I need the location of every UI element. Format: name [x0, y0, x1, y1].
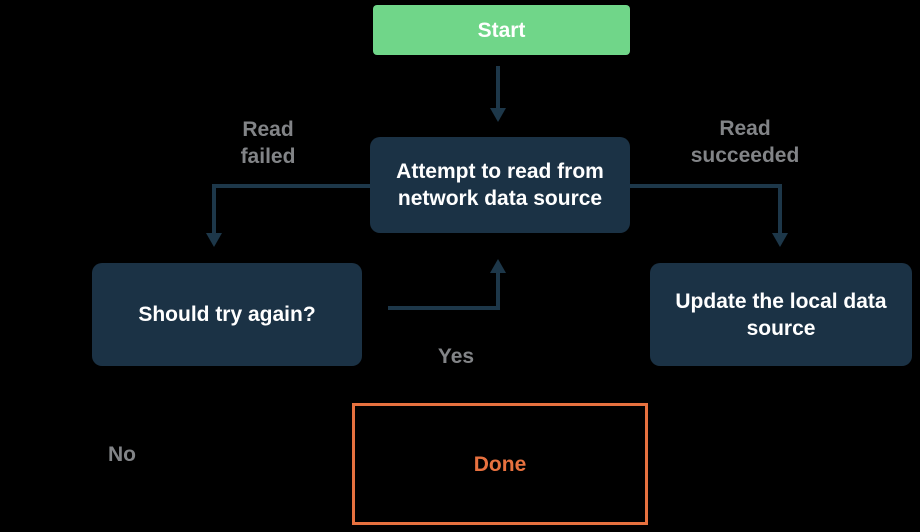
done-node: Done	[352, 403, 648, 525]
attempt-read-node: Attempt to read from network data source	[370, 137, 630, 233]
read-failed-label-line1: Read	[242, 118, 294, 141]
update-local-data-node-line1: Update the local data	[675, 289, 887, 313]
arrow-attempt-to-retry-horizontal	[214, 184, 370, 188]
update-local-data-node: Update the local data source	[650, 263, 912, 366]
arrow-retry-to-attempt-stem	[496, 272, 500, 310]
read-succeeded-label: Read succeeded	[665, 115, 825, 169]
attempt-read-node-line1: Attempt to read from	[396, 160, 604, 183]
read-failed-label: Read failed	[188, 116, 348, 170]
arrow-attempt-to-update-stem	[778, 184, 782, 233]
arrow-attempt-to-retry-head	[206, 233, 222, 247]
should-try-again-node-label: Should try again?	[138, 303, 316, 326]
start-node-label: Start	[477, 18, 526, 42]
arrow-start-to-attempt-head	[490, 108, 506, 122]
arrow-retry-to-attempt-head	[490, 259, 506, 273]
read-succeeded-label-line1: Read	[719, 117, 771, 140]
arrow-attempt-to-update-horizontal	[630, 184, 780, 188]
read-failed-label-line2: failed	[240, 145, 296, 168]
attempt-read-node-line2: network data source	[397, 187, 603, 210]
arrow-attempt-to-update-head	[772, 233, 788, 247]
start-node: Start	[373, 5, 630, 55]
arrow-start-to-attempt-stem	[496, 66, 500, 110]
update-local-data-node-line2: source	[746, 316, 816, 340]
arrow-retry-to-attempt-horizontal	[388, 306, 500, 310]
arrow-attempt-to-retry-stem	[212, 184, 216, 233]
read-succeeded-label-line2: succeeded	[690, 144, 800, 167]
no-label: No	[108, 443, 136, 466]
yes-label: Yes	[437, 345, 475, 368]
should-try-again-node: Should try again?	[92, 263, 362, 366]
done-node-label: Done	[473, 452, 527, 476]
